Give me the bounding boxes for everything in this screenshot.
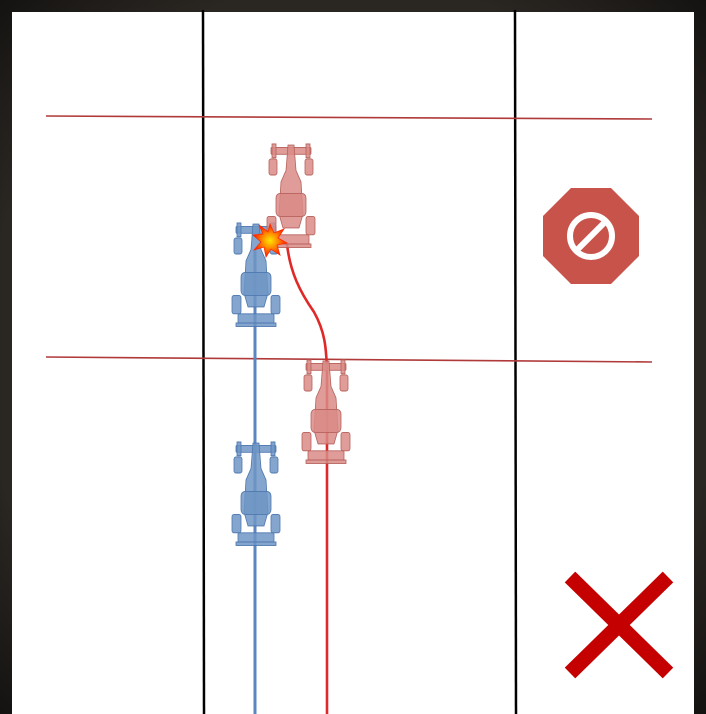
no-entry-sign-icon — [543, 188, 639, 284]
track-edge-right — [515, 10, 516, 714]
track-edge-left — [203, 10, 204, 714]
